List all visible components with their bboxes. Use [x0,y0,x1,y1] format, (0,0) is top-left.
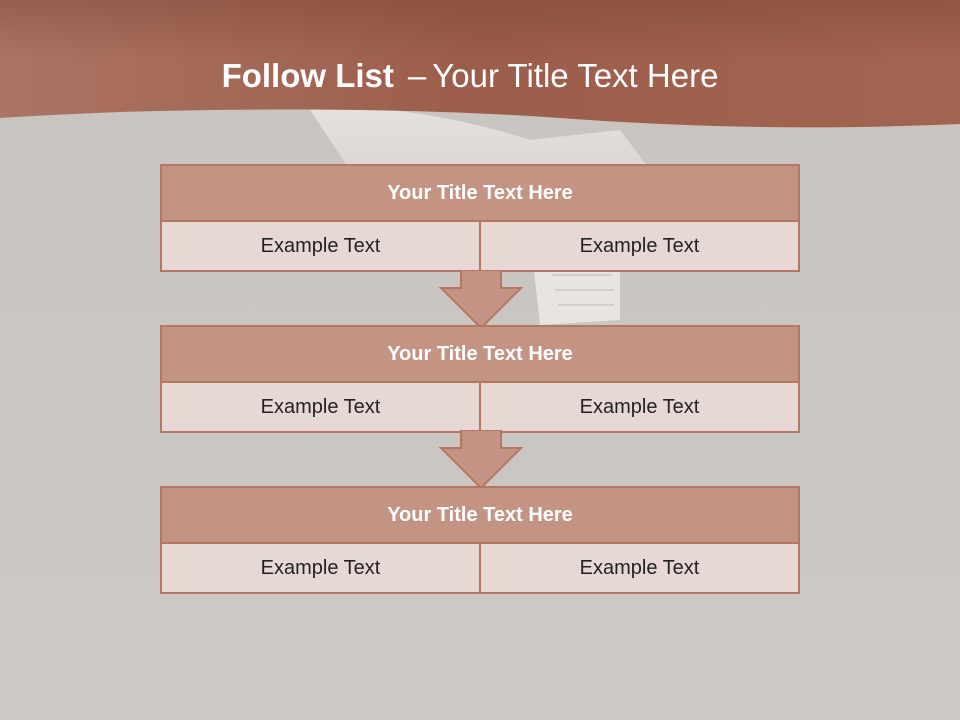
step-row: Example Text Example Text [162,222,798,270]
slide-title: Follow List–Your Title Text Here [0,52,940,100]
step-cell-left: Example Text [162,222,479,270]
step-cell-right: Example Text [479,383,798,431]
step-box-2: Your Title Text Here Example Text Exampl… [160,325,800,433]
step-row: Example Text Example Text [162,383,798,431]
step-cell-right: Example Text [479,544,798,592]
step-title: Your Title Text Here [162,166,798,222]
step-title: Your Title Text Here [162,488,798,544]
step-cell-left: Example Text [162,544,479,592]
title-rest: Your Title Text Here [432,57,719,94]
title-dash: – [407,57,427,94]
header-band [0,0,960,128]
step-title: Your Title Text Here [162,327,798,383]
step-box-3: Your Title Text Here Example Text Exampl… [160,486,800,594]
step-row: Example Text Example Text [162,544,798,592]
title-strong: Follow List [221,57,394,94]
step-cell-right: Example Text [479,222,798,270]
step-box-1: Your Title Text Here Example Text Exampl… [160,164,800,272]
down-arrow-icon [438,270,524,330]
down-arrow-icon [438,430,524,490]
step-cell-left: Example Text [162,383,479,431]
